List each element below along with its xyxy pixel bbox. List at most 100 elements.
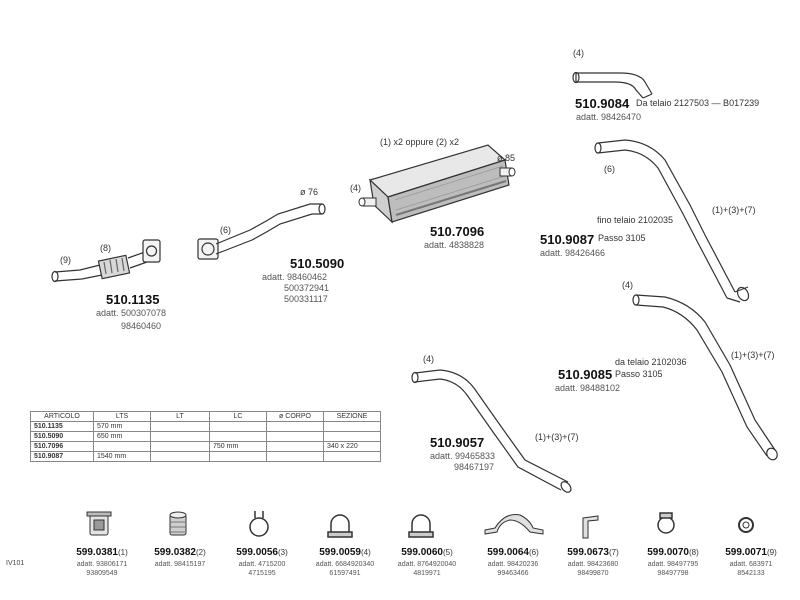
strap-bracket-icon [484,514,544,535]
accessory-index: (6) [528,548,539,557]
table-cell [266,451,324,462]
part-index: (4) [573,48,584,58]
table-header: ø CORPO [266,411,324,422]
accessory-item: 599.0059(4) adatt. 6684920340 61597491 [312,542,378,578]
accessory-index: (4) [360,548,371,557]
part-subtitle: adatt. 98488102 [555,383,621,393]
table-cell [266,441,324,452]
gasket-ring-icon [738,517,754,533]
accessory-item: 599.0381(1) adatt. 93806171 93809549 [72,542,132,578]
part-note-2: Passo 3105 [598,233,646,243]
table-cell: 1540 mm [93,451,151,462]
spec-table: ARTICOLO LTS LT LC ø CORPO SEZIONE 510.1… [30,411,381,462]
part-index: (4) [423,354,434,364]
table-cell [209,451,267,462]
accessory-item: 599.0060(5) adatt. 8764920040 4819971 [394,542,460,578]
table-header: LTS [93,411,151,422]
accessory-item: 599.0070(8) adatt. 98497795 98497798 [640,542,706,578]
bushing-icon [169,511,187,536]
accessory-index: (3) [277,548,288,557]
part-index: (6) [220,225,231,235]
accessory-subtitle: 4819971 [413,570,441,577]
accessory-subtitle: adatt. 683971 [729,561,773,568]
accessory-subtitle: adatt. 6684920340 [315,561,375,568]
table-cell: 340 x 220 [323,441,381,452]
accessory-subtitle: adatt. 8764920040 [397,561,457,568]
part-note: Da telaio 2127503 — B017239 [636,98,760,108]
part-subtitle: adatt. 500307078 [96,308,167,318]
part-subtitle: adatt. 98426470 [576,112,642,122]
accessory-subtitle: adatt. 98423680 [567,561,619,568]
accessory-index: (5) [442,548,453,557]
table-cell [150,451,210,462]
diameter-label: ø 85 [497,153,516,163]
table-cell: 750 mm [209,441,267,452]
table-cell [323,451,381,462]
table-cell [150,441,210,452]
table-cell: 510.5090 [30,431,94,442]
accessory-subtitle: adatt. 4715200 [238,561,286,568]
pipe-510-9087 [594,139,750,303]
diameter-label: ø 76 [300,187,319,197]
table-cell [323,421,381,432]
table-cell: 510.1135 [30,421,94,432]
accessory-index: (2) [195,548,206,557]
part-subtitle: 500331117 [284,294,328,304]
part-subtitle: 98467197 [454,462,495,472]
accessory-item: 599.0673(7) adatt. 98423680 98499870 [560,542,626,578]
part-subtitle: 500372941 [284,283,330,293]
table-cell [150,421,210,432]
part-subtitle: adatt. 98426466 [540,248,606,258]
pipe-510-9084 [572,71,653,99]
part-index: (6) [604,164,615,174]
page-id: IV101 [6,560,25,567]
table-header: LC [209,411,267,422]
part-code: 510.9087 [540,232,595,247]
table-cell [209,421,267,432]
accessory-index: (8) [688,548,699,557]
table-cell: 510.7096 [30,441,94,452]
accessory-subtitle: adatt. 93806171 [76,561,128,568]
part-note: da telaio 2102036 [615,357,687,367]
rubber-mount-icon [86,511,112,536]
accessory-item: 599.0064(6) adatt. 98420236 99463466 [480,542,546,578]
table-row: 510.9087 1540 mm [30,451,381,462]
table-row: 510.7096 750 mm 340 x 220 [30,441,381,452]
part-code: 510.9057 [430,435,485,450]
accessory-code: 599.0070 [647,547,689,558]
silencer-510-7096 [358,144,516,224]
table-cell [323,431,381,442]
accessory-item: 599.0071(9) adatt. 683971 8542133 [720,542,782,578]
accessory-code: 599.0064 [487,547,529,558]
pipe-510-5090 [197,203,326,260]
pipe-510-9057 [411,369,572,493]
accessory-subtitle: adatt. 98420236 [487,561,539,568]
accessory-subtitle: 61597491 [329,570,361,577]
part-code: 510.9085 [558,367,613,382]
accessory-subtitle: 98499870 [577,570,609,577]
assembly-label: (1)+(3)+(7) [535,432,579,442]
part-index: (9) [60,255,71,265]
clamp-ring-icon [249,511,269,537]
accessory-code: 599.0059 [319,547,361,558]
part-subtitle: adatt. 99465833 [430,451,496,461]
table-cell: 510.9087 [30,451,94,462]
accessory-code: 599.0382 [154,547,196,558]
part-note-2: Passo 3105 [615,369,663,379]
table-cell [266,431,324,442]
part-note: fino telaio 2102035 [597,215,674,225]
table-cell: 650 mm [93,431,151,442]
table-header: ARTICOLO [30,411,94,422]
accessory-index: (1) [117,548,128,557]
accessory-subtitle: 98497798 [657,570,689,577]
table-cell [93,441,151,452]
accessory-subtitle: adatt. 98497795 [647,561,699,568]
part-code: 510.7096 [430,224,485,239]
table-header-row: ARTICOLO LTS LT LC ø CORPO SEZIONE [30,411,381,422]
assembly-label: (1)+(3)+(7) [731,350,775,360]
accessory-index: (7) [608,548,619,557]
table-cell [209,431,267,442]
table-cell [266,421,324,432]
table-cell [150,431,210,442]
table-cell: 570 mm [93,421,151,432]
